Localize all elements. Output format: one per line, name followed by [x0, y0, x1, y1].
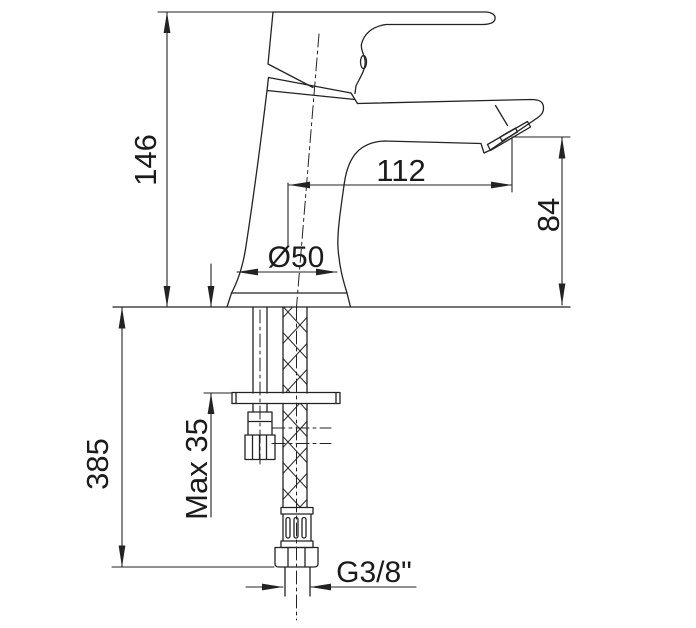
dim-lines [111, 306, 275, 568]
handle-base-outline [267, 11, 314, 89]
dim-connection-thread: G3/8" [245, 556, 417, 591]
dim-arrow [207, 393, 215, 414]
dim-arrow [262, 583, 283, 591]
dim-arrow [558, 137, 566, 159]
dim-arrow [237, 268, 258, 276]
lever-handle-outline [272, 11, 496, 95]
dim-arrow [316, 268, 337, 276]
dim-label-max-thickness: Max 35 [179, 418, 214, 520]
base-flange [226, 292, 352, 308]
dim-arrow [163, 12, 171, 33]
dim-label-total-height: 146 [128, 134, 163, 186]
dim-spout-height: 84 [511, 136, 571, 306]
dim-hose-length: 385 [80, 306, 275, 568]
sleeve-slot [285, 516, 291, 539]
dim-label-hose-length: 385 [80, 438, 115, 490]
dim-max-thickness: Max 35 [179, 263, 233, 520]
braided-hose-lower-fill [283, 404, 307, 507]
dim-label-body-diameter: Ø50 [268, 241, 325, 274]
thread-tail [284, 566, 311, 597]
dim-arrow [558, 283, 566, 305]
braided-hose-edges [282, 306, 308, 508]
spout-outline [337, 98, 545, 294]
dim-label-connection-thread: G3/8" [336, 556, 412, 589]
dim-arrow [163, 286, 171, 307]
mounting-nut [244, 411, 276, 461]
mounting-washer-plate [231, 391, 341, 405]
dim-arrow [118, 307, 126, 329]
dim-lines [287, 137, 513, 248]
aerator-detail [486, 104, 532, 152]
handle-pivot-detail [359, 54, 368, 70]
dim-lines [511, 136, 571, 306]
cartridge-cap-outline [266, 76, 359, 105]
dim-lines [157, 11, 274, 308]
dim-body-diameter: Ø50 [236, 241, 338, 276]
dim-total-height: 146 [128, 11, 274, 308]
threaded-stud [252, 306, 268, 413]
body-axis-centerline [296, 33, 320, 308]
dim-arrow [207, 286, 215, 307]
dim-arrow [491, 181, 512, 189]
dim-arrow [310, 583, 331, 591]
below-deck-assembly [231, 306, 341, 597]
dim-label-spout-reach: 112 [376, 153, 425, 188]
dim-arrow [118, 545, 126, 567]
sleeve-slot [301, 516, 307, 539]
sleeve-slot [293, 516, 299, 539]
body-left-edge [230, 89, 268, 294]
faucet-above-deck [226, 11, 545, 308]
dim-spout-reach: 112 [287, 137, 513, 248]
dim-label-spout-height: 84 [531, 198, 566, 232]
braided-hose-upper-fill [283, 307, 307, 393]
hose-hex-nut [274, 546, 319, 568]
dim-arrow [289, 181, 310, 189]
